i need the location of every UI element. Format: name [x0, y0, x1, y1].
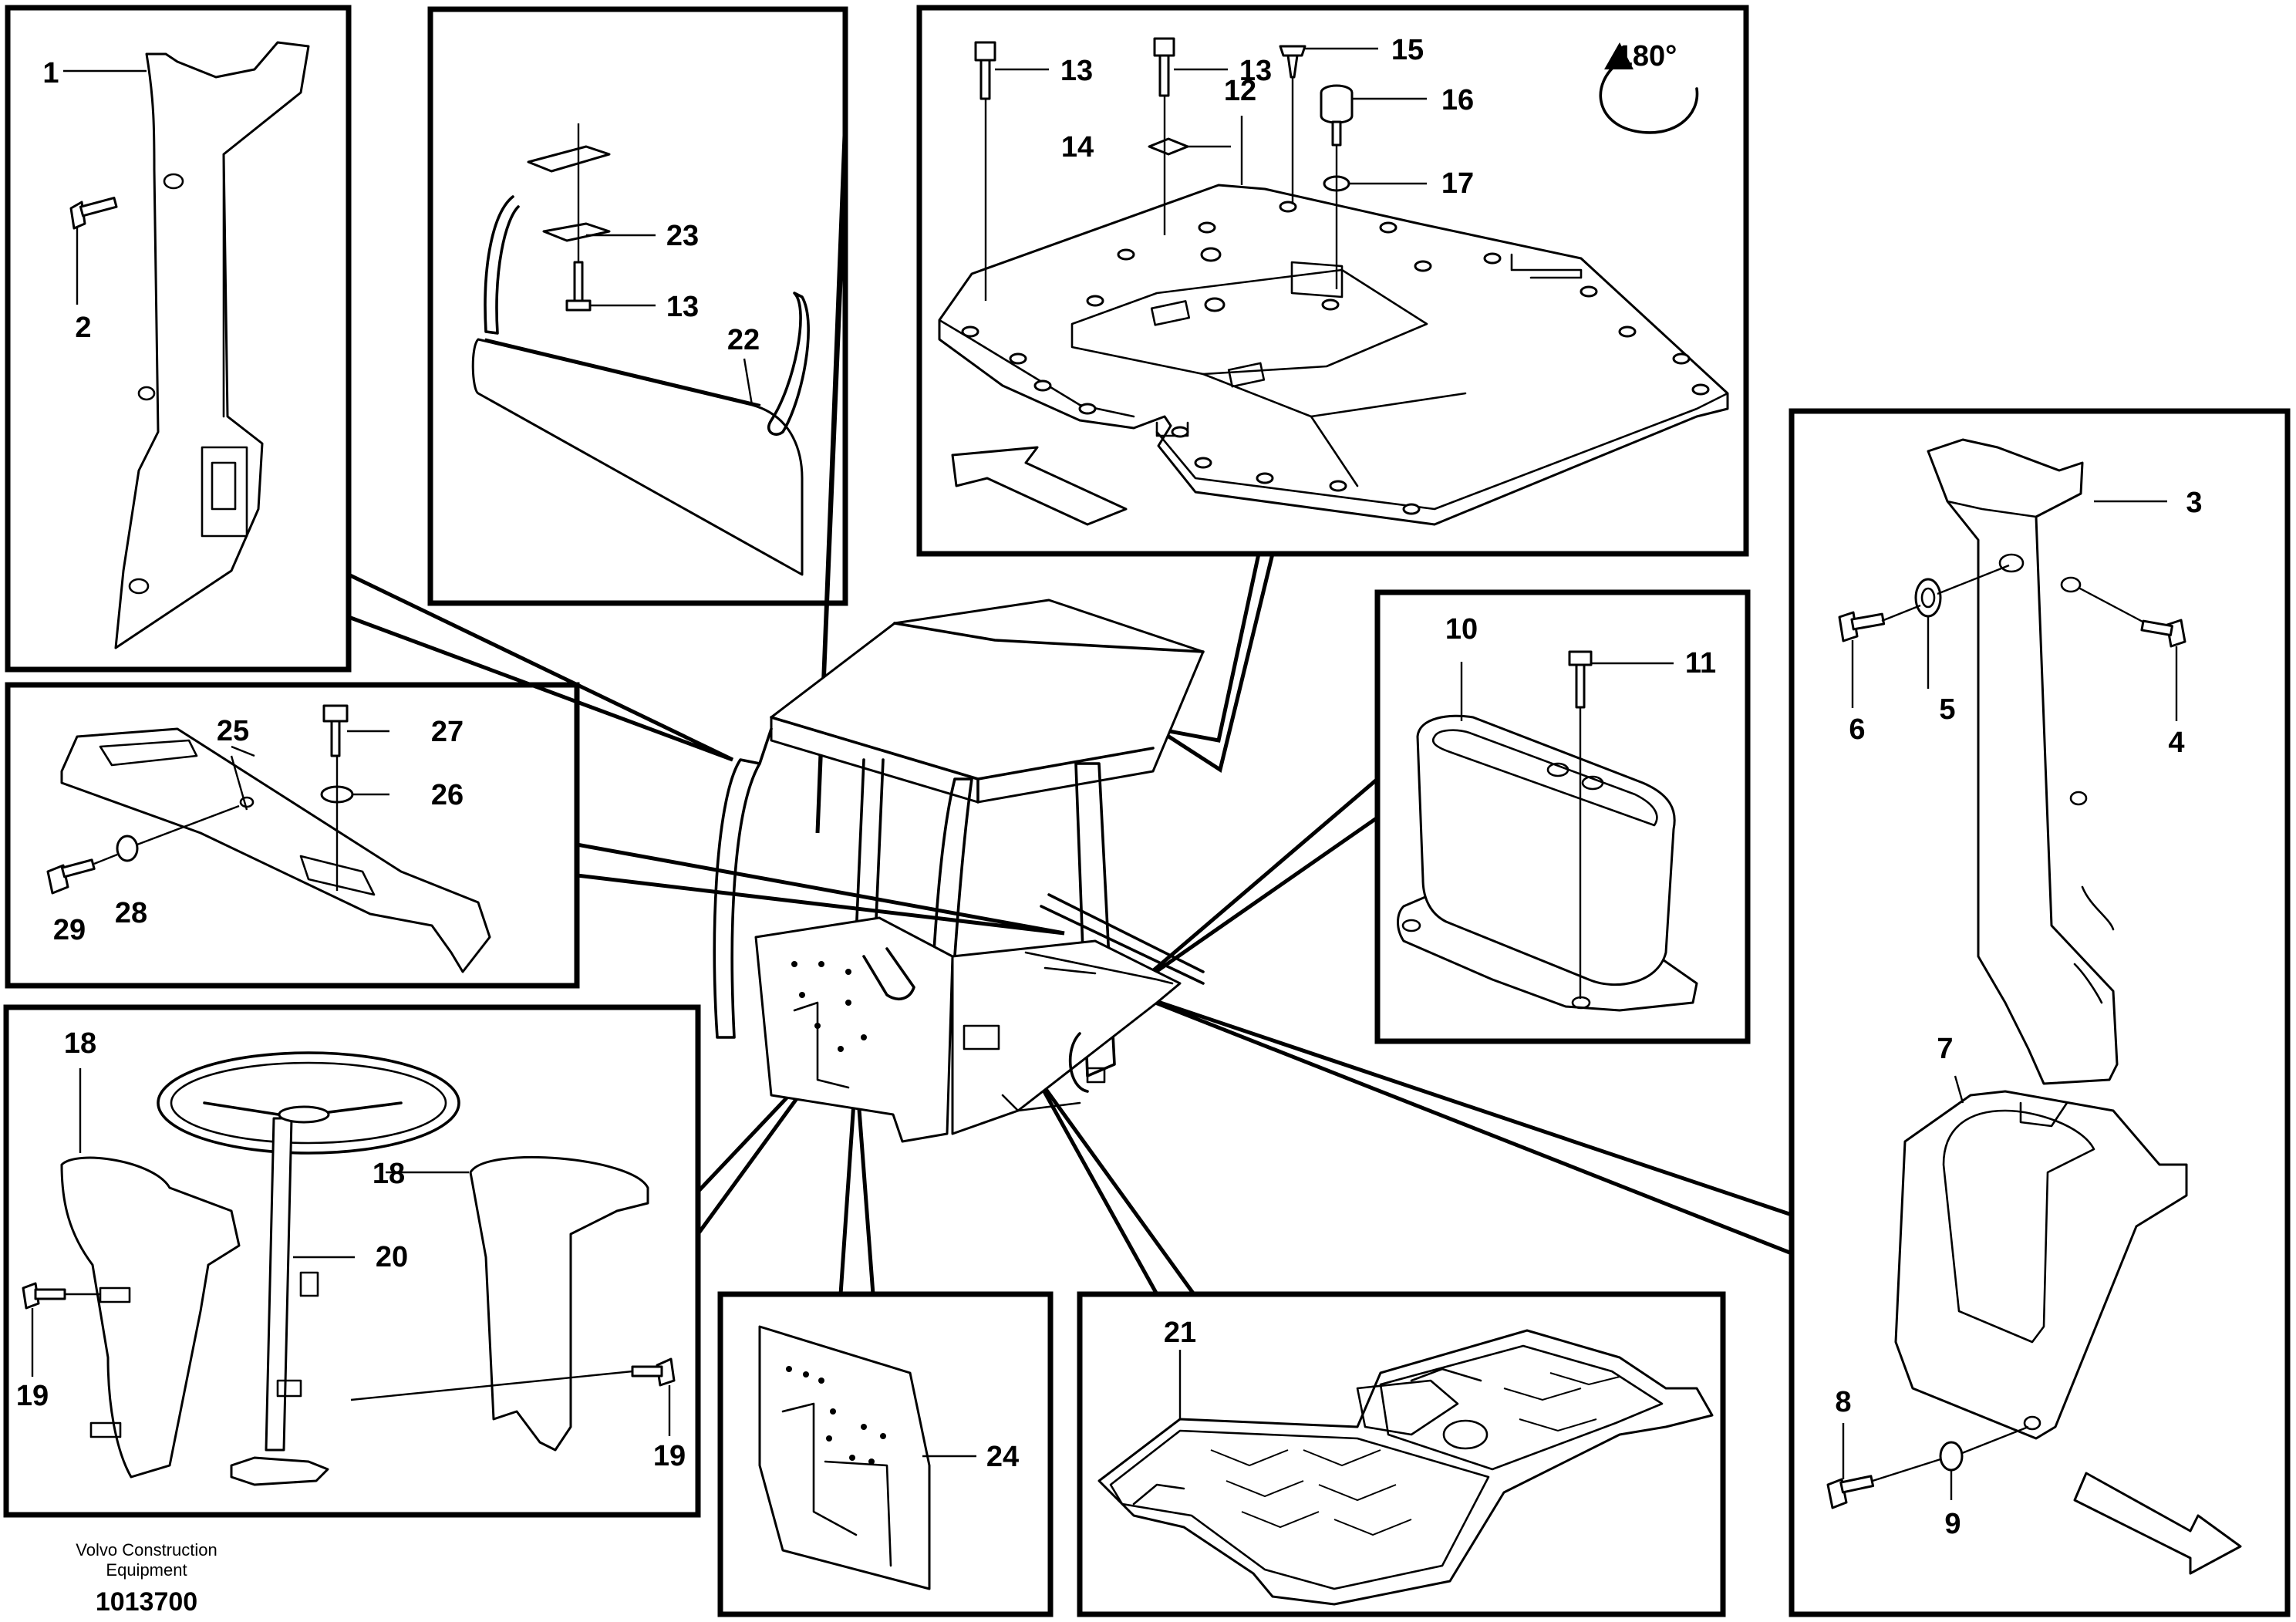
screw-2-icon: [69, 197, 118, 230]
washer-9-icon: [1939, 1441, 1964, 1472]
callout-7: 7: [1937, 1033, 1953, 1065]
footer-company-line2: Equipment: [106, 1560, 187, 1580]
gasket-5-icon: [1914, 578, 1942, 618]
callout-18-right: 18: [373, 1158, 405, 1190]
screw-19-left-icon: [22, 1282, 66, 1310]
callout-labels: 1 2 3 4 5 6 7 8 9 10 11 12 13 13 14 15 1…: [16, 34, 2203, 1540]
steering-wheel-icon: [157, 1051, 460, 1155]
right-pillar-detail: [1826, 438, 2242, 1575]
callout-19-right: 19: [653, 1440, 686, 1472]
callout-20: 20: [376, 1241, 408, 1273]
callout-14: 14: [1061, 131, 1094, 164]
screw-6-icon: [1838, 611, 1886, 642]
callout-18-left: 18: [64, 1027, 96, 1060]
detail-box-right-pillar: [1789, 408, 2291, 1617]
rotation-arrow-icon: [1599, 60, 1699, 134]
detail-box-sun-visor: [427, 6, 848, 606]
screw-15-icon: [1279, 45, 1306, 79]
dash-trim-detail: [46, 704, 491, 973]
callout-3: 3: [2186, 487, 2202, 519]
lower-cover-7: [1894, 1090, 2188, 1440]
callout-24: 24: [986, 1441, 1019, 1473]
callout-4: 4: [2168, 727, 2184, 759]
screw-8-icon: [1826, 1475, 1875, 1509]
callout-28: 28: [115, 897, 147, 929]
callout-6: 6: [1849, 713, 1865, 746]
footer-company-line1: Volvo Construction: [76, 1540, 217, 1560]
detail-box-floor-mat: [1077, 1291, 1726, 1617]
callout-12: 12: [1224, 75, 1256, 107]
callout-25: 25: [217, 715, 249, 747]
callout-13-roof: 13: [1060, 55, 1093, 87]
steering-column-detail: [22, 1051, 676, 1486]
detail-box-left-pillar: [5, 5, 352, 673]
callout-22: 22: [727, 324, 760, 356]
bolt-11-icon: [1568, 650, 1593, 709]
sun-visor-detail: [471, 123, 810, 576]
washer-plate-14-icon: [1148, 137, 1189, 156]
panel-24-detail: [758, 1325, 976, 1590]
washer-28-icon: [116, 835, 139, 862]
left-pillar-detail: [63, 41, 310, 649]
floor-mat-detail: [1097, 1329, 1714, 1606]
callout-13-roof-b: 13: [1239, 55, 1272, 87]
left-column-shroud: [60, 1156, 241, 1479]
callout-9: 9: [1944, 1508, 1961, 1540]
detail-box-panel-24: [717, 1291, 1054, 1617]
callout-21: 21: [1164, 1317, 1196, 1349]
callout-10: 10: [1445, 613, 1478, 646]
callout-2: 2: [75, 312, 91, 344]
callout-29: 29: [53, 914, 86, 946]
screw-13-visor-icon: [565, 261, 592, 312]
duct-detail: [1397, 650, 1698, 1012]
callout-19-left: 19: [16, 1380, 49, 1412]
cab-assembly: [713, 599, 1205, 1143]
direction-arrow-icon: [951, 446, 1128, 526]
screw-29-icon: [46, 858, 96, 895]
callout-11: 11: [1685, 647, 1716, 679]
detail-box-duct: [1374, 589, 1751, 1044]
callout-16: 16: [1441, 84, 1474, 116]
callout-1: 1: [42, 57, 59, 89]
bushing-16-icon: [1320, 84, 1354, 147]
right-column-shroud: [469, 1155, 649, 1452]
bolt-27-icon: [322, 704, 349, 757]
callout-17: 17: [1441, 167, 1474, 200]
detail-box-roof-panel: [916, 5, 1749, 557]
bolt-13b-icon: [1153, 37, 1175, 97]
rotation-label: 180°: [1617, 40, 1677, 73]
document-number: 1013700: [96, 1587, 197, 1617]
screw-19-right-icon: [631, 1357, 676, 1387]
roof-panel-detail: [938, 37, 1729, 526]
callout-8: 8: [1835, 1386, 1851, 1418]
callout-26: 26: [431, 779, 464, 811]
direction-arrow-right-icon: [2073, 1472, 2242, 1575]
detail-box-dash-trim: [5, 682, 580, 989]
callout-5: 5: [1939, 693, 1955, 726]
callout-27: 27: [431, 716, 464, 748]
detail-box-steering-column: [3, 1004, 701, 1518]
callout-23: 23: [666, 220, 699, 252]
bolt-13-icon: [974, 41, 996, 100]
callout-13-visor: 13: [666, 291, 699, 323]
screw-4-icon: [2140, 619, 2186, 648]
callout-15: 15: [1391, 34, 1424, 66]
